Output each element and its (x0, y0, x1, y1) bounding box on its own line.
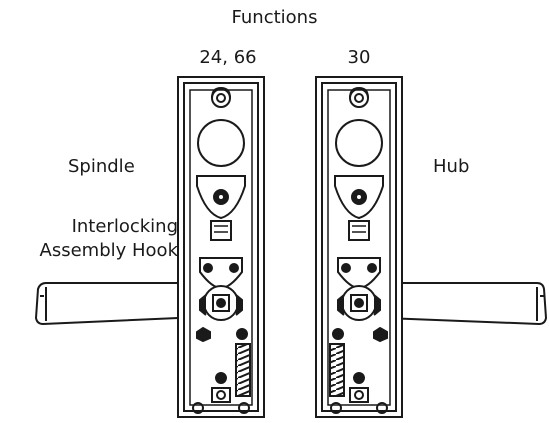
left-function-label: 24, 66 (199, 47, 257, 68)
right-lock-body (315, 76, 403, 418)
functions-title: Functions (231, 7, 318, 28)
right-function-label: 30 (347, 47, 371, 68)
hook-callout-line-2: Assembly Hook (39, 240, 178, 261)
interlocking-assembly-hook-callout: Interlocking Assembly Hook (28, 215, 178, 263)
left-lever-handle (34, 282, 179, 326)
spindle-callout: Spindle (68, 156, 135, 177)
hub-callout: Hub (433, 156, 470, 177)
hook-callout-line-1: Interlocking (71, 216, 178, 237)
right-lever-handle (384, 282, 548, 326)
left-lock-body (177, 76, 265, 418)
